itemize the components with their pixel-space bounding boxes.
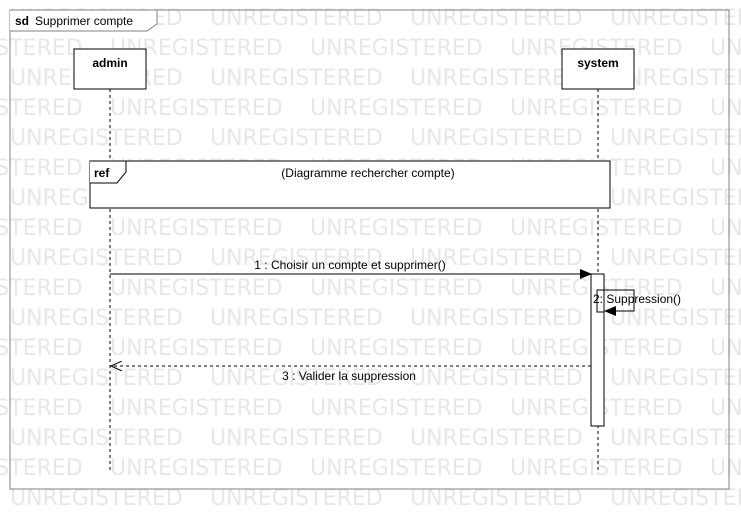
message-2-arrow	[604, 289, 635, 316]
watermark-text: UNREGISTERED	[510, 96, 683, 121]
watermark-text: UNREGISTERED	[10, 366, 183, 391]
watermark-text: UNREGISTERED	[610, 426, 741, 451]
watermark-text: UNREGISTERED	[110, 276, 283, 301]
watermark-text: UNREGISTERED	[0, 216, 83, 241]
watermark-text: UNREGISTERED	[610, 486, 741, 511]
watermark-text: UNREGISTERED	[510, 216, 683, 241]
watermark-text: UNREGISTERED	[410, 366, 583, 391]
watermark-text: UNREGISTERED	[710, 276, 741, 301]
frame-keyword: sd	[15, 14, 29, 28]
watermark-text: UNREGISTERED	[10, 246, 183, 271]
watermark-text: UNREGISTERED	[510, 456, 683, 481]
watermark-text: UNREGISTERED	[110, 96, 283, 121]
frame-title: Supprimer compte	[35, 14, 133, 28]
watermark-text: UNREGISTERED	[0, 456, 83, 481]
ref-tab	[90, 160, 127, 184]
watermark-text: UNREGISTERED	[710, 96, 741, 121]
watermark-text: UNREGISTERED	[0, 396, 83, 421]
watermark-text: UNREGISTERED	[310, 216, 483, 241]
watermark-text: UNREGISTERED	[210, 486, 383, 511]
watermark-text: UNREGISTERED	[710, 156, 741, 181]
ref-text: (Diagramme rechercher compte)	[281, 166, 454, 180]
watermark-text: UNREGISTERED	[410, 246, 583, 271]
watermark-text: UNREGISTERED	[110, 456, 283, 481]
frame-tab	[10, 9, 158, 32]
watermark-text: UNREGISTERED	[610, 246, 741, 271]
watermark-text: UNREGISTERED	[0, 276, 83, 301]
watermark-text: UNREGISTERED	[710, 396, 741, 421]
watermark-text: UNREGISTERED	[610, 366, 741, 391]
message-1-label: 1 : Choisir un compte et supprimer()	[254, 258, 445, 272]
watermark-text: UNREGISTERED	[710, 36, 741, 61]
watermark-text: UNREGISTERED	[0, 156, 83, 181]
watermark-text: UNREGISTERED	[210, 366, 383, 391]
message-2-label: 2: Suppression()	[593, 292, 681, 306]
watermark-text: UNREGISTERED	[310, 396, 483, 421]
watermark-text: UNREGISTERED	[210, 66, 383, 91]
watermark-text: UNREGISTERED	[10, 426, 183, 451]
watermark-text: UNREGISTERED	[210, 306, 383, 331]
watermark-text: UNREGISTERED	[310, 96, 483, 121]
watermark-text: UNREGISTERED	[610, 186, 741, 211]
watermark-text: UNREGISTERED	[610, 126, 741, 151]
watermark-text: UNREGISTERED	[210, 426, 383, 451]
watermark-text: UNREGISTERED	[310, 276, 483, 301]
watermark-text: UNREGISTERED	[110, 216, 283, 241]
watermark-text: UNREGISTERED	[10, 306, 183, 331]
watermark-text: UNREGISTERED	[0, 36, 83, 61]
watermark-text: UNREGISTERED	[410, 306, 583, 331]
system-nested-activation-bar	[596, 289, 605, 313]
watermark-text: UNREGISTERED	[310, 36, 483, 61]
ref-fragment	[89, 160, 611, 209]
watermark-text: UNREGISTERED	[0, 96, 83, 121]
watermark-text: UNREGISTERED	[310, 456, 483, 481]
watermark-text: UNREGISTERED	[110, 396, 283, 421]
watermark-text: UNREGISTERED	[610, 306, 741, 331]
watermark-text: UNREGISTERED	[710, 456, 741, 481]
diagram-frame	[9, 9, 730, 490]
admin-lifeline-label: admin	[92, 56, 127, 70]
watermark-text: UNREGISTERED	[310, 336, 483, 361]
system-lifeline-label: system	[577, 56, 618, 70]
watermark-text: UNREGISTERED	[410, 66, 583, 91]
system-lifeline-head	[561, 48, 635, 90]
watermark-text: UNREGISTERED	[410, 426, 583, 451]
watermark-text: UNREGISTERED	[210, 246, 383, 271]
watermark-text: UNREGISTERED	[410, 126, 583, 151]
watermark-text: UNREGISTERED	[0, 336, 83, 361]
message-3-label: 3 : Valider la suppression	[282, 369, 416, 383]
watermark-text: UNREGISTERED	[710, 336, 741, 361]
watermark-text: UNREGISTERED	[710, 216, 741, 241]
admin-lifeline-head	[73, 48, 147, 90]
watermark-text: UNREGISTERED	[10, 486, 183, 511]
watermark-text: UNREGISTERED	[410, 486, 583, 511]
watermark-text: UNREGISTERED	[10, 126, 183, 151]
ref-keyword: ref	[94, 166, 110, 180]
watermark-text: UNREGISTERED	[110, 336, 283, 361]
watermark-text: UNREGISTERED	[210, 126, 383, 151]
